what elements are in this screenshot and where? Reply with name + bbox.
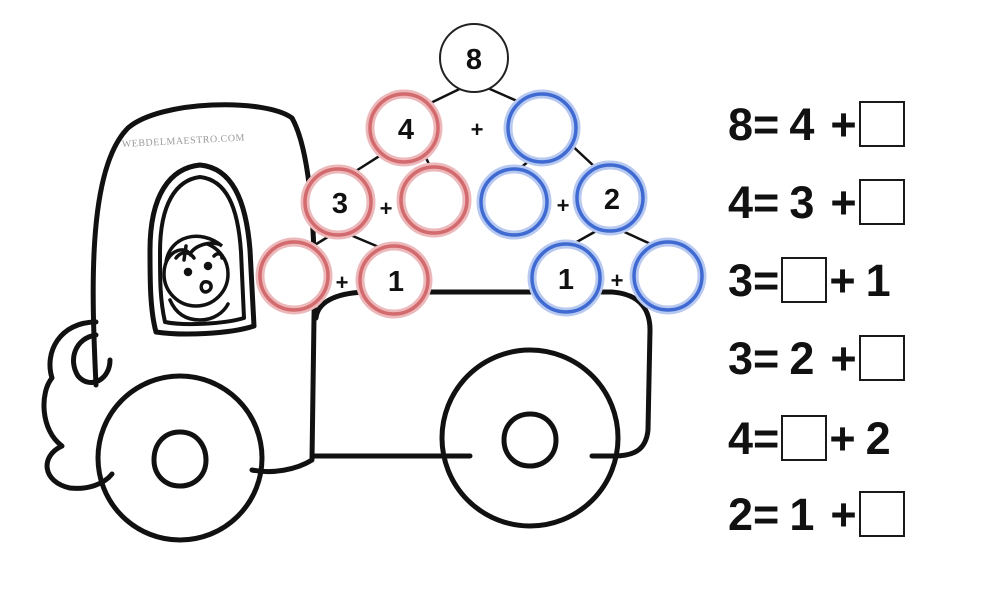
equation-term-b: 2: [865, 412, 891, 464]
plus-signs: + + + + +: [336, 117, 624, 295]
equation-lhs: 3=: [728, 254, 780, 306]
equation-row-4: 3= 2 +: [728, 330, 905, 386]
equation-term-a: 4: [789, 98, 815, 150]
truck-cab-outline: [90, 102, 317, 475]
answer-box[interactable]: [781, 257, 828, 303]
red-node-bottom-right: 1: [355, 241, 433, 319]
equation-row-2: 4= 3 +: [728, 174, 905, 230]
truck-window-inner: [158, 175, 246, 327]
equation-lhs: 4=: [728, 412, 780, 464]
svg-text:1: 1: [388, 266, 404, 298]
equation-term-a: 1: [789, 488, 815, 540]
plus-sign-red-mid: +: [380, 196, 393, 221]
front-wheel-hub: [151, 429, 209, 489]
equation-plus: +: [829, 254, 856, 306]
truck-window-outer: [147, 162, 257, 337]
equation-lhs: 3=: [728, 332, 780, 384]
equation-row-3: 3= + 1: [728, 252, 891, 308]
driver-face: [162, 234, 230, 322]
rear-wheel-hub: [501, 411, 559, 469]
answer-box[interactable]: [858, 335, 905, 381]
red-tree: 4 3 1: [255, 89, 472, 319]
plus-sign-top: +: [471, 117, 484, 142]
equation-plus: +: [830, 98, 857, 150]
equation-plus: +: [830, 332, 857, 384]
red-node-top: 4: [365, 89, 443, 167]
truck-cargo-box: [313, 289, 653, 459]
red-node-bottom-left[interactable]: [255, 237, 333, 315]
svg-text:2: 2: [604, 184, 620, 216]
equation-row-5: 4= + 2: [728, 410, 891, 466]
svg-text:3: 3: [332, 188, 348, 220]
blue-node-mid-left[interactable]: [476, 164, 552, 240]
pyramid-top-node: 8: [439, 23, 509, 93]
answer-box[interactable]: [781, 415, 828, 461]
svg-text:8: 8: [466, 44, 482, 76]
equation-lhs: 8=: [728, 98, 780, 150]
blue-node-bottom-left: 1: [527, 239, 605, 317]
truck-front-lamp: [71, 332, 113, 385]
plus-sign-blue-mid: +: [557, 193, 570, 218]
blue-node-top[interactable]: [503, 89, 581, 167]
truck-drawing: [41, 102, 653, 543]
red-node-mid-right[interactable]: [396, 162, 472, 238]
equation-term-a: 2: [789, 332, 815, 384]
equation-row-1: 8= 4 +: [728, 96, 905, 152]
svg-text:1: 1: [558, 264, 574, 296]
equation-plus: +: [830, 176, 857, 228]
equation-plus: +: [830, 488, 857, 540]
equation-plus: +: [829, 412, 856, 464]
answer-box[interactable]: [858, 179, 905, 225]
equation-lhs: 4=: [728, 176, 780, 228]
plus-sign-red-bottom: +: [336, 270, 349, 295]
equation-row-6: 2= 1 +: [728, 486, 905, 542]
blue-node-mid-right: 2: [572, 160, 648, 236]
watermark-text: WEBDELMAESTRO.COM: [122, 133, 246, 150]
red-node-mid-left: 3: [300, 164, 376, 240]
rear-wheel: [439, 347, 621, 529]
front-wheel: [95, 373, 265, 543]
answer-box[interactable]: [858, 491, 905, 537]
plus-sign-blue-bottom: +: [611, 268, 624, 293]
equation-lhs: 2=: [728, 488, 780, 540]
svg-text:4: 4: [398, 114, 414, 146]
truck-front-bulge: [41, 319, 115, 491]
equation-term-a: 3: [789, 176, 815, 228]
blue-tree: 2 1: [476, 89, 707, 317]
equation-term-b: 1: [865, 254, 891, 306]
blue-node-bottom-right[interactable]: [629, 237, 707, 315]
answer-box[interactable]: [858, 101, 905, 147]
